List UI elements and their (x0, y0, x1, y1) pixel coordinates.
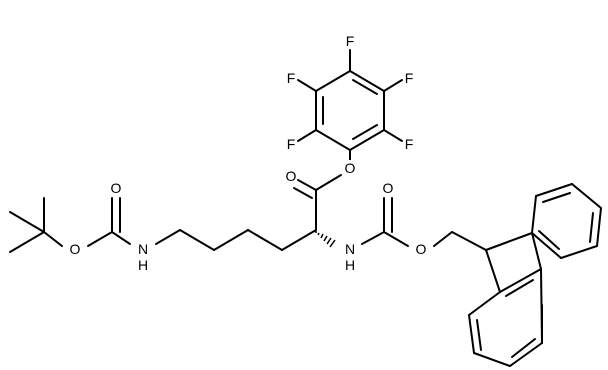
atom-o-carbonyl: O (286, 168, 297, 184)
ester-group (293, 174, 342, 231)
upper-ring-double-bond (542, 192, 571, 203)
hash-line (323, 235, 328, 242)
carbonyl-double-bond (297, 179, 317, 191)
atom-f-top: F (346, 33, 355, 49)
ester-o-c-bond (315, 174, 342, 191)
boc-o-tbu-bond (43, 231, 63, 247)
atom-label-layer: F F F F F O O N H O O O O N H (68, 33, 428, 273)
fmoc-n-c-bond (361, 231, 385, 245)
boc-n-c-bond (111, 231, 131, 245)
atom-o-boc-carbonyl: O (111, 180, 122, 196)
fmoc-ch2-ch-bond (451, 231, 487, 251)
fmoc-o-ch2-bond (433, 231, 453, 247)
boc-c-o-bond (87, 231, 113, 247)
atom-o-boc-ether: O (70, 241, 81, 257)
lower-ring-double-bond (476, 319, 482, 351)
ring-bond (315, 129, 351, 151)
c-f-bond (297, 129, 317, 142)
atom-h-epsilon: H (138, 257, 148, 273)
atom-o-fmoc-ether: O (416, 241, 427, 257)
fluorene-bond (499, 268, 542, 293)
c-f-bond (383, 129, 403, 142)
upper-ring-bond (535, 183, 573, 197)
upper-ring-bond (531, 232, 562, 259)
c-f-bond (383, 79, 403, 92)
atom-f-lower-left: F (287, 136, 296, 152)
chain-bond (213, 229, 249, 251)
ring-bond (315, 70, 351, 92)
lower-ring-bond (468, 314, 475, 354)
hash-line (329, 239, 336, 248)
fluorene-system (468, 183, 602, 367)
lower-ring-double-bond (511, 338, 536, 358)
hash-bond-axis (316, 232, 340, 247)
fluorene-bond (485, 232, 533, 251)
fluorene-bond (485, 249, 501, 293)
bond-layer (9, 49, 602, 367)
atom-n-epsilon: N (138, 241, 148, 257)
fluorene-bond (531, 232, 542, 270)
lower-ring-double-bond (505, 279, 534, 297)
ring-bond (349, 129, 385, 151)
hash-line (326, 237, 332, 245)
atom-f-upper-left: F (287, 70, 296, 86)
atom-f-upper-right: F (405, 70, 414, 86)
tbu-methyl-bond (9, 211, 45, 233)
upper-ring-bond (531, 195, 537, 234)
fmoc-c-o-bond (383, 231, 409, 247)
atom-f-lower-right: F (405, 136, 414, 152)
atom-n-alpha: N (345, 241, 355, 257)
ring-double-bond (352, 124, 378, 140)
chain-bond (247, 229, 283, 251)
chain-bond (281, 229, 317, 251)
atom-h-alpha: H (345, 257, 355, 273)
hash-line (320, 233, 324, 239)
c-f-bond (297, 79, 317, 92)
ring-bond (349, 70, 385, 92)
upper-ring-double-bond (589, 212, 594, 243)
chain-bond (179, 229, 215, 251)
lower-ring-bond (468, 291, 501, 316)
hash-line (317, 232, 320, 236)
stereo-bond (315, 231, 340, 248)
lower-ring-bond (509, 342, 543, 367)
chain-n-bond (155, 229, 181, 245)
ring-double-bond (352, 79, 378, 95)
atom-o-fmoc-carbonyl: O (383, 180, 394, 196)
tbu-methyl-bond (9, 231, 45, 253)
boc-group (9, 197, 131, 253)
carbonyl-double-bond-2 (293, 187, 313, 199)
upper-ring-double-bond (538, 230, 560, 250)
pentafluorophenyl-ring (297, 49, 403, 161)
lower-ring-bond (473, 352, 511, 367)
upper-ring-bond (560, 245, 598, 259)
lysine-side-chain (155, 229, 317, 251)
upper-ring-bond (596, 207, 602, 247)
upper-ring-bond (571, 183, 602, 209)
atom-o-ester: O (345, 160, 356, 176)
fmoc-carbamate (361, 197, 487, 251)
